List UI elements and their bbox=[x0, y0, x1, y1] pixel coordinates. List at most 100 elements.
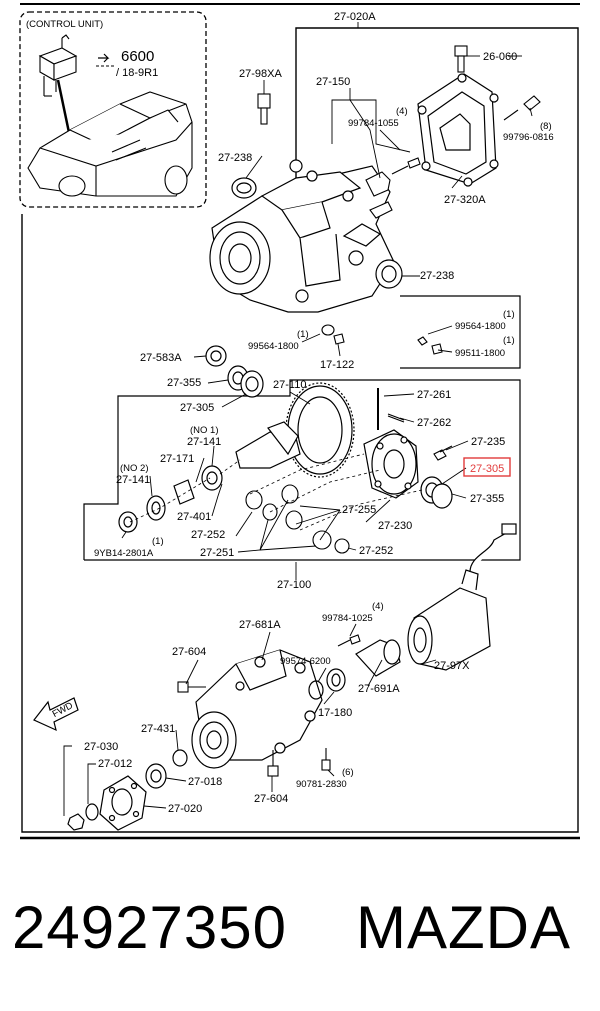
label-qty-6: (6) bbox=[342, 767, 354, 778]
plug-group-frame bbox=[400, 295, 521, 369]
label-qty-1-b: (1) bbox=[503, 309, 515, 320]
highlight-box bbox=[463, 457, 511, 477]
label-99784-1055: 99784-1055 bbox=[348, 118, 399, 129]
label-27-355-left: 27-355 bbox=[167, 377, 201, 389]
label-qty-1-c: (1) bbox=[503, 335, 515, 346]
label-27-150: 27-150 bbox=[316, 76, 350, 88]
o-ring-99574 bbox=[308, 680, 324, 700]
label-27-255: 27-255 bbox=[342, 504, 376, 516]
label-27-018: 27-018 bbox=[188, 776, 222, 788]
label-27-261: 27-261 bbox=[417, 389, 451, 401]
diff-subassembly-frame bbox=[83, 379, 521, 561]
bolt-27-604-b bbox=[267, 750, 279, 777]
bolt-99784-1025 bbox=[337, 634, 361, 647]
label-9YB14-2801A: 9YB14-2801A bbox=[94, 548, 154, 559]
label-99574-6200: 99574-6200 bbox=[280, 656, 331, 667]
washer-27-431 bbox=[172, 749, 188, 767]
leader-lines bbox=[63, 22, 533, 816]
label-99564-1800-upper: 99564-1800 bbox=[455, 321, 506, 332]
label-99796-0816: 99796-0816 bbox=[503, 132, 554, 143]
label-qty-1-d: (1) bbox=[152, 536, 164, 547]
seal-17-180 bbox=[326, 668, 346, 692]
diff-carrier-housing bbox=[209, 159, 395, 313]
mount-bolt-99784 bbox=[391, 157, 421, 175]
label-27-141-a: 27-141 bbox=[187, 436, 221, 448]
label-27-141-b: 27-141 bbox=[116, 474, 150, 486]
label-90781-2830: 90781-2830 bbox=[296, 779, 347, 790]
rear-cover bbox=[417, 73, 499, 187]
control-unit-ref-sub: / 18-9R1 bbox=[116, 67, 158, 79]
bushing-27-150 bbox=[365, 171, 393, 219]
oil-seal-238-right bbox=[375, 259, 403, 289]
label-17-122: 17-122 bbox=[320, 359, 354, 371]
oil-seal-583A bbox=[205, 345, 227, 367]
bearing-27-141-no2 bbox=[146, 495, 166, 521]
label-27-235: 27-235 bbox=[471, 436, 505, 448]
label-27-252-a: 27-252 bbox=[191, 529, 225, 541]
bolt-27-604-a bbox=[177, 681, 206, 693]
control-unit-module-icon bbox=[38, 34, 78, 167]
label-27-020A: 27-020A bbox=[334, 11, 376, 23]
bearing-305-left bbox=[240, 370, 264, 398]
label-27-98XA: 27-98XA bbox=[239, 68, 282, 80]
bolt-90781 bbox=[321, 748, 331, 771]
control-unit-box bbox=[19, 11, 207, 208]
label-qty-4-mid: (4) bbox=[372, 601, 384, 612]
label-27-030: 27-030 bbox=[84, 741, 118, 753]
washer-27-012 bbox=[85, 803, 99, 821]
assembly-frame bbox=[21, 27, 579, 833]
differential-case bbox=[363, 429, 419, 499]
label-27-110: 27-110 bbox=[273, 379, 306, 391]
label-27-238-top: 27-238 bbox=[218, 152, 252, 164]
label-27-020: 27-020 bbox=[168, 803, 202, 815]
label-27-012: 27-012 bbox=[98, 758, 132, 770]
label-99564-1800-lower: 99564-1800 bbox=[248, 341, 299, 352]
label-no-2: (NO 2) bbox=[120, 463, 149, 474]
label-27-100: 27-100 bbox=[277, 579, 311, 591]
label-26-060: 26-060 bbox=[483, 51, 517, 63]
label-27-251: 27-251 bbox=[200, 547, 234, 559]
label-27-355-right: 27-355 bbox=[470, 493, 504, 505]
shaft-691A bbox=[355, 639, 401, 677]
side-gears bbox=[245, 484, 350, 554]
exploded-parts-diagram: FWD bbox=[19, 3, 580, 840]
label-27-401: 27-401 bbox=[177, 511, 211, 523]
part-number: 24927350 bbox=[12, 894, 287, 961]
label-17-180: 17-180 bbox=[318, 707, 352, 719]
arrow-icon bbox=[96, 53, 116, 67]
pin-27-262 bbox=[387, 413, 405, 423]
label-27-320A: 27-320A bbox=[444, 194, 486, 206]
label-27-604-a: 27-604 bbox=[172, 646, 206, 658]
control-unit-ref-main: 6600 bbox=[121, 48, 154, 65]
label-qty-4-top: (4) bbox=[396, 106, 408, 117]
actuator-motor bbox=[407, 523, 517, 671]
spacer-27-171 bbox=[173, 479, 195, 505]
control-unit-title: (CONTROL UNIT) bbox=[26, 19, 103, 30]
label-27-583A: 27-583A bbox=[140, 352, 182, 364]
label-99784-1025: 99784-1025 bbox=[322, 613, 373, 624]
label-99511-1800: 99511-1800 bbox=[455, 348, 505, 359]
nut-27-030 bbox=[67, 813, 85, 831]
alignment-dashes bbox=[129, 453, 423, 531]
label-27-431: 27-431 bbox=[141, 723, 175, 735]
cover-bolt bbox=[503, 95, 541, 121]
label-27-238-right: 27-238 bbox=[420, 270, 454, 282]
oil-seal-9YB14 bbox=[118, 511, 138, 533]
label-27-305-highlighted: 27-305 bbox=[470, 463, 504, 475]
bearing-27-141 bbox=[201, 465, 223, 491]
label-27-252-b: 27-252 bbox=[359, 545, 393, 557]
brand-name: MAZDA bbox=[356, 894, 571, 961]
label-27-230: 27-230 bbox=[378, 520, 412, 532]
bearing-right bbox=[420, 476, 453, 509]
oil-seal-238-top bbox=[231, 177, 257, 199]
label-27-171: 27-171 bbox=[160, 453, 194, 465]
ring-gear bbox=[285, 382, 355, 478]
label-27-691A: 27-691A bbox=[358, 683, 400, 695]
label-27-262: 27-262 bbox=[417, 417, 451, 429]
companion-flange bbox=[99, 775, 147, 831]
car-icon bbox=[27, 91, 193, 197]
label-27-305-left: 27-305 bbox=[180, 402, 214, 414]
transfer-housing bbox=[191, 649, 323, 769]
label-no-1: (NO 1) bbox=[190, 425, 219, 436]
